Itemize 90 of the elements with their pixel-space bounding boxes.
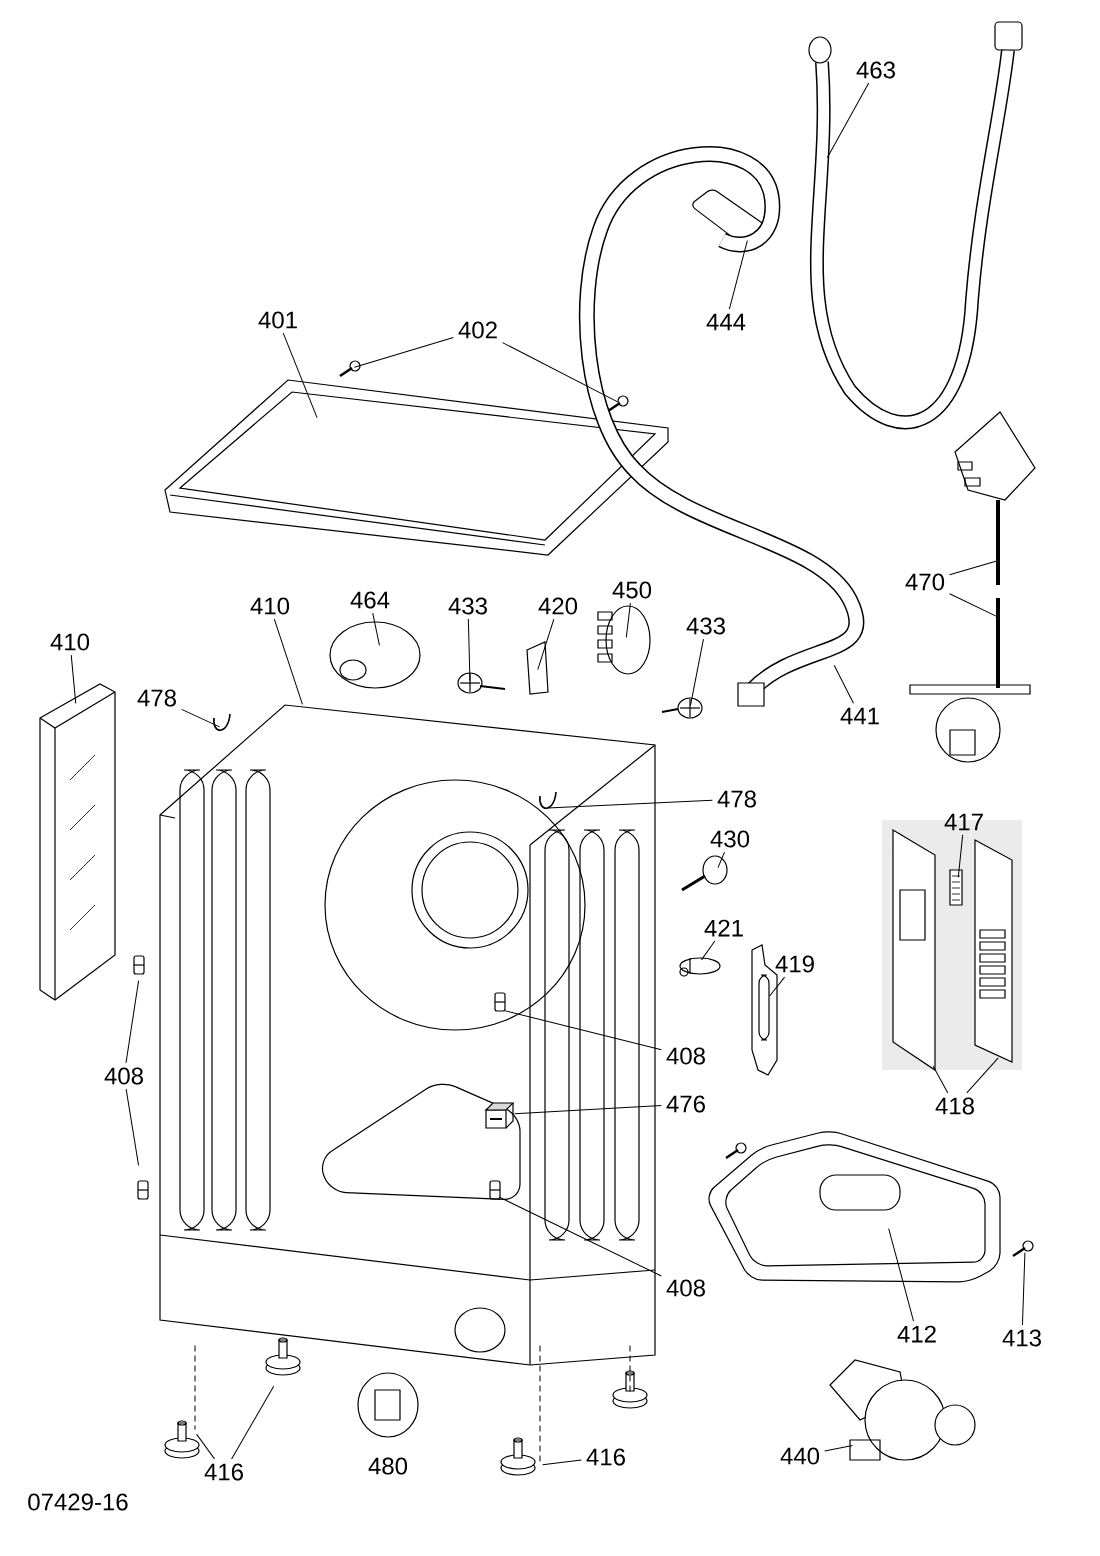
leader-line: [701, 940, 716, 961]
leader-line: [833, 664, 854, 704]
leader-line: [957, 834, 964, 878]
leader-line: [824, 1445, 853, 1452]
leader-line: [354, 336, 454, 368]
leader-line: [949, 593, 999, 618]
callout-number: 476: [666, 1095, 705, 1113]
foot-drawing: [164, 1420, 200, 1459]
pump-drawing: [829, 1359, 976, 1461]
callout-number: 416: [204, 1463, 243, 1481]
leader-line: [70, 654, 77, 704]
clip-drawing: [213, 713, 231, 732]
foot-drawing: [612, 1370, 648, 1409]
leader-line: [537, 618, 555, 671]
callout-number: 419: [775, 955, 814, 973]
clip-drawing: [133, 955, 145, 975]
grommet-drawing: [681, 855, 728, 892]
leader-line: [196, 1433, 215, 1460]
clip-drawing: [661, 697, 703, 719]
circuit-board-drawing: [974, 839, 1013, 1063]
dashed-line: [539, 1345, 541, 1463]
callout-number: 441: [840, 707, 879, 725]
top-panel-drawing: [164, 379, 669, 556]
clip-drawing: [137, 1180, 149, 1200]
drain-hose-drawing: [578, 146, 864, 707]
callout-number: 410: [50, 633, 90, 651]
callout-number: 413: [1002, 1329, 1041, 1347]
drawing-number: 07429-16: [28, 1493, 128, 1511]
callout-number: 464: [350, 591, 390, 609]
leader-line: [717, 851, 725, 869]
callout-number: 410: [250, 597, 290, 615]
clamp-drawing: [679, 957, 721, 977]
cap-drawing: [357, 1372, 419, 1438]
leader-line: [181, 708, 221, 728]
leader-line: [932, 1065, 949, 1094]
leader-line: [514, 1104, 662, 1115]
leader-line: [826, 82, 870, 159]
plug-cord-drawing: [954, 411, 1036, 585]
pressure-switch-drawing: [597, 605, 651, 675]
insulation-panel-drawing: [39, 683, 116, 1001]
leader-line: [547, 799, 713, 809]
callout-number: 416: [586, 1448, 625, 1466]
leader-line: [625, 602, 631, 638]
callout-number: 402: [458, 321, 497, 339]
cover-drawing: [329, 621, 421, 689]
foot-drawing: [265, 1337, 301, 1376]
callout-number: 433: [448, 597, 487, 615]
leader-line: [542, 1459, 582, 1466]
leader-line: [502, 342, 619, 403]
screw-drawing: [339, 360, 361, 377]
leader-line: [949, 560, 998, 576]
callout-number: 480: [368, 1457, 408, 1475]
leader-line: [231, 1385, 275, 1460]
leader-line: [966, 1057, 999, 1094]
cover-drawing: [708, 1131, 1001, 1283]
callout-number: 478: [137, 689, 176, 707]
foot-drawing: [500, 1437, 536, 1476]
callout-number: 430: [710, 830, 750, 848]
leader-line: [273, 618, 303, 705]
callout-number: 478: [717, 790, 756, 808]
leader-line: [728, 240, 748, 310]
inlet-hose-drawing: [808, 21, 1023, 430]
clip-drawing: [457, 672, 506, 694]
leader-line: [125, 1088, 140, 1166]
callout-number: 401: [258, 311, 297, 329]
callout-number: 420: [538, 597, 578, 615]
leader-line: [125, 980, 140, 1064]
callout-number: 417: [944, 813, 983, 831]
callout-number: 408: [104, 1067, 143, 1085]
leader-line: [769, 976, 786, 997]
leader-line: [498, 1196, 662, 1277]
leader-line: [372, 612, 380, 646]
bracket-drawing: [526, 641, 549, 695]
leader-line: [282, 332, 318, 419]
callout-number: 421: [704, 919, 743, 937]
screw-drawing: [1012, 1240, 1034, 1257]
callout-number: 408: [666, 1047, 705, 1065]
leader-line: [467, 618, 471, 681]
callout-number: 470: [905, 573, 945, 591]
leader-line: [1021, 1252, 1026, 1326]
leader-line: [888, 1228, 914, 1322]
leader-line: [690, 638, 704, 706]
callout-number: 440: [780, 1447, 820, 1465]
callout-number: 412: [897, 1325, 936, 1343]
callout-number: 418: [935, 1097, 974, 1115]
connector-drawing: [949, 869, 963, 906]
leader-line: [504, 1010, 662, 1051]
dashed-line: [194, 1345, 196, 1430]
callout-number: 408: [666, 1279, 705, 1297]
cord-clamp-drawing: [909, 598, 1031, 763]
